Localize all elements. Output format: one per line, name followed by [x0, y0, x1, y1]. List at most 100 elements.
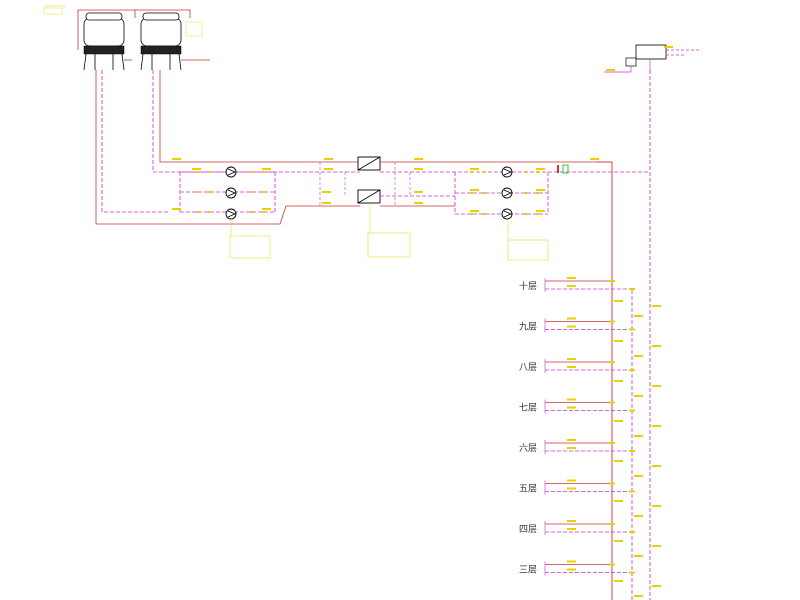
expansion-tank	[604, 44, 700, 73]
pipe-tag	[262, 168, 271, 170]
pipe-tag	[590, 158, 599, 160]
pipe-tag	[567, 560, 576, 563]
pipe-tag	[606, 69, 615, 71]
valve-icon	[629, 531, 635, 533]
pipe-tag	[470, 168, 479, 170]
pipe-tag	[567, 568, 576, 571]
floor-branch: 八层	[519, 358, 635, 373]
pipe-tag	[567, 439, 576, 441]
pipe-tag	[614, 580, 623, 582]
valve-icon	[609, 280, 615, 282]
floor-label: 六层	[519, 442, 537, 454]
valve-icon	[609, 482, 615, 485]
pump-icon	[501, 166, 513, 178]
valve-icon	[629, 369, 635, 371]
floor-label: 三层	[519, 565, 537, 576]
pump-icon	[225, 166, 237, 178]
pipe-tag	[172, 158, 181, 160]
floor-branch: 九层	[519, 317, 635, 333]
pipe-tag	[567, 447, 576, 449]
valve-icon	[629, 571, 635, 574]
cooling-tower-icon	[83, 12, 125, 71]
floor-branch: 六层	[519, 439, 635, 454]
pipe-tag	[322, 191, 331, 193]
pipe-tag	[664, 46, 673, 48]
pipe-tag	[614, 540, 623, 542]
pipe-tag	[652, 545, 661, 547]
heat-exchanger-icon	[357, 189, 381, 204]
cooling-tower-icon	[140, 12, 182, 71]
pipe-tag	[652, 585, 661, 587]
pipe-tag	[567, 398, 576, 401]
valve-icon	[629, 450, 635, 452]
expansion-tank-icon	[625, 44, 667, 67]
floor-branch: 四层	[519, 520, 635, 535]
floor-label: 十层	[519, 280, 537, 292]
pipe-tag	[567, 358, 576, 360]
pipe-tag	[567, 487, 576, 490]
pipe-tag	[634, 395, 643, 397]
floor-label: 八层	[519, 362, 537, 373]
pipe-tag	[567, 406, 576, 409]
cooling-tower-1	[83, 12, 125, 71]
pump-icon	[225, 208, 237, 220]
pipe-tag	[567, 366, 576, 368]
condenser-water-loop	[95, 70, 360, 225]
pipe-tag	[536, 168, 545, 170]
pipe-tag	[634, 595, 643, 597]
pipe-tag	[536, 189, 545, 191]
valve-icon	[629, 328, 635, 331]
pipe-tag	[414, 168, 423, 170]
heat-exchanger-1	[357, 156, 381, 171]
pipe-tag	[324, 158, 333, 160]
pipe-tag	[536, 210, 545, 212]
pipe-tag	[652, 385, 661, 387]
pipe-tag	[652, 345, 661, 347]
pipe-tag	[567, 479, 576, 482]
pipe-tag	[470, 210, 479, 212]
valve-icon	[629, 288, 635, 290]
pipe-tag	[567, 285, 576, 287]
pipe-tag	[414, 202, 423, 204]
pump-icon	[225, 187, 237, 199]
floor-branch: 七层	[519, 398, 635, 414]
pipe-tag	[652, 465, 661, 467]
floor-label: 九层	[519, 322, 537, 333]
valve-icon	[629, 490, 635, 493]
floor-branch: 五层	[519, 479, 635, 495]
valve-icon	[609, 563, 615, 566]
heat-exchanger-piping	[319, 162, 411, 258]
pipe-tag	[414, 191, 423, 193]
valve-icon	[609, 320, 615, 323]
tower-top-piping	[43, 5, 210, 61]
pipe-tag	[567, 317, 576, 320]
pipe-tag	[634, 475, 643, 477]
floor-label: 五层	[519, 484, 537, 495]
pipe-tag	[567, 277, 576, 279]
pipe-tag	[652, 505, 661, 507]
pipe-tag	[652, 305, 661, 307]
valve-icon	[609, 523, 615, 525]
valve-icon	[609, 442, 615, 444]
pipe-tag	[634, 515, 643, 517]
risers	[597, 70, 651, 600]
valve-icon	[629, 409, 635, 412]
valve-icon	[557, 164, 569, 174]
pipe-tag	[567, 528, 576, 530]
floor-label: 四层	[519, 524, 537, 535]
left-pump-group	[196, 166, 271, 259]
pipe-tag	[567, 325, 576, 328]
valve-icon	[609, 361, 615, 363]
pipe-tag	[614, 340, 623, 342]
pump-icon	[501, 187, 513, 199]
pipe-tag-group	[172, 46, 673, 597]
pipe-tag	[634, 555, 643, 557]
pipe-tag	[634, 355, 643, 357]
pipe-tag	[634, 435, 643, 437]
cooling-tower-2	[140, 12, 182, 71]
pipe-tag	[470, 189, 479, 191]
heat-exchanger-2	[357, 189, 381, 204]
pipe-tag	[634, 315, 643, 317]
